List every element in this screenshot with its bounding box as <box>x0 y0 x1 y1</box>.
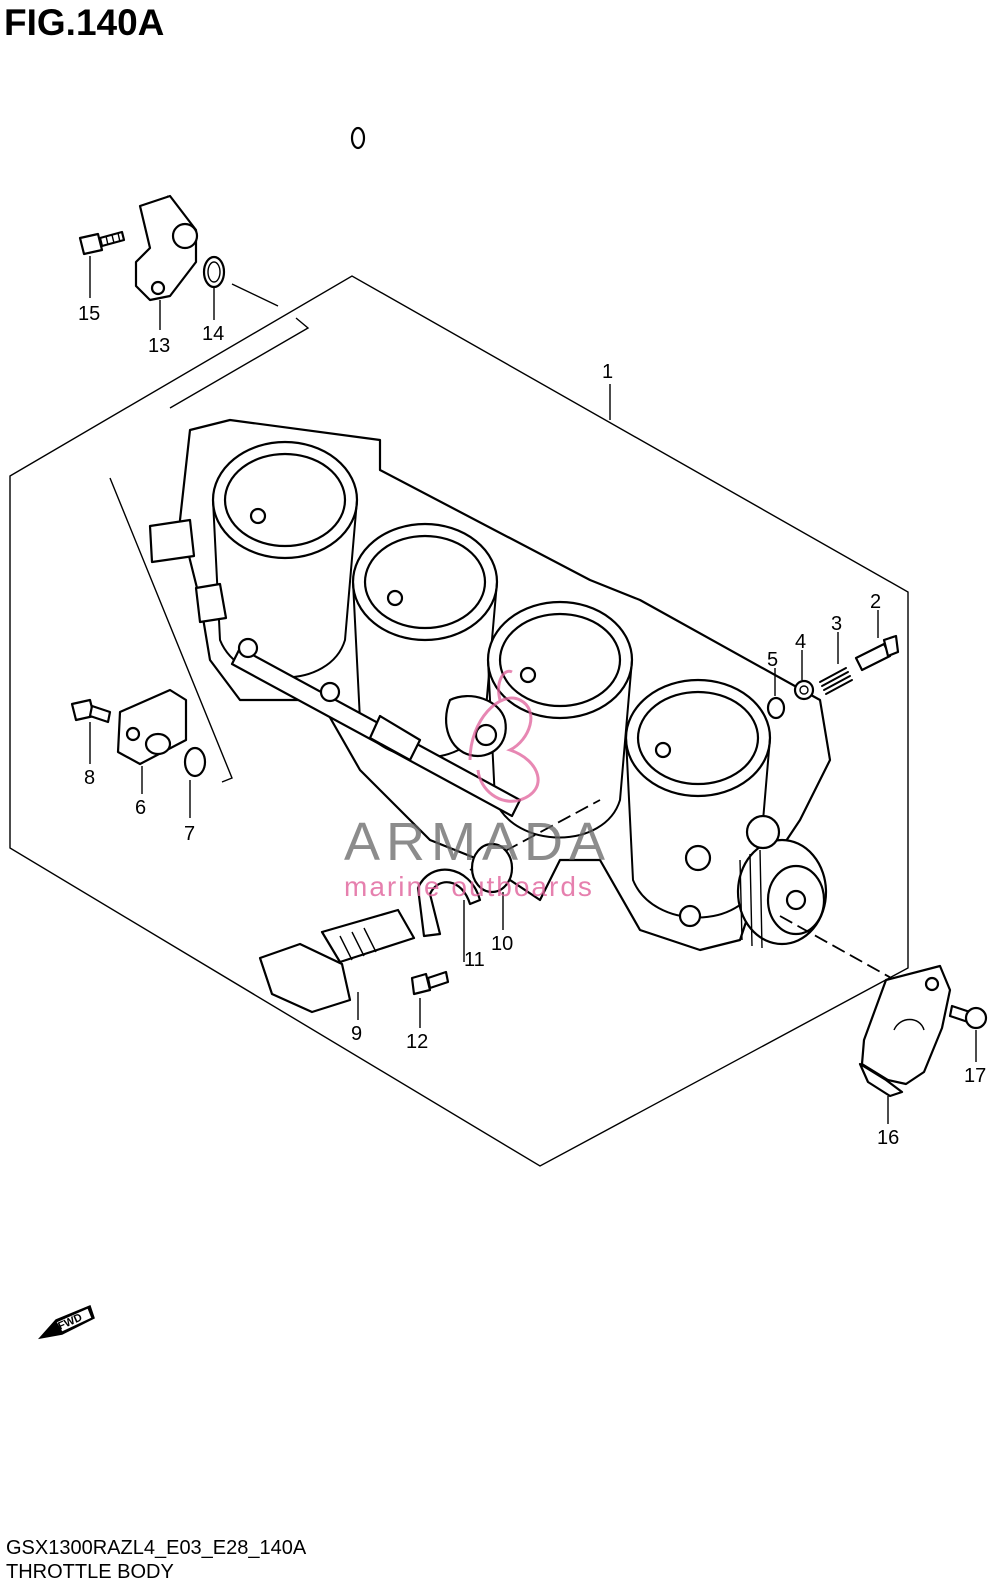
callout-13: 13 <box>148 335 170 357</box>
part-12-screw[interactable] <box>410 970 450 996</box>
model-code: GSX1300RAZL4_E03_E28_140A <box>6 1537 307 1559</box>
callout-11: 11 <box>464 949 485 971</box>
part-7-o-ring[interactable] <box>183 746 207 778</box>
assembly-boundary <box>9 275 909 1167</box>
watermark-brand: ARMADA <box>344 812 611 872</box>
part-6-flange[interactable] <box>116 688 188 766</box>
callout-1: 1 <box>602 361 613 383</box>
fwd-arrow-icon <box>37 1305 95 1340</box>
part-11-clip[interactable] <box>416 868 482 938</box>
assembly-name: THROTTLE BODY <box>6 1561 174 1583</box>
figure-title: FIG.140A <box>4 2 165 43</box>
callout-17: 17 <box>964 1065 986 1087</box>
watermark-tagline: marine outboards <box>344 871 594 902</box>
part-2-screw[interactable] <box>854 634 900 672</box>
part-15-screw[interactable] <box>78 230 126 256</box>
callout-5: 5 <box>767 649 778 671</box>
callout-8: 8 <box>84 767 95 789</box>
callout-3: 3 <box>831 613 842 635</box>
callout-9: 9 <box>351 1023 362 1045</box>
callout-7: 7 <box>184 823 195 845</box>
boundary-notch-left <box>109 477 233 783</box>
watermark-logo <box>468 669 540 803</box>
callout-10: 10 <box>491 933 513 955</box>
callout-4: 4 <box>795 631 806 653</box>
callout-6: 6 <box>135 797 146 819</box>
part-16-bracket[interactable] <box>858 964 952 1098</box>
part-3-spring[interactable] <box>819 667 853 695</box>
callout-2: 2 <box>870 591 881 613</box>
part-5-o-ring[interactable] <box>766 696 786 720</box>
callout-12: 12 <box>406 1031 428 1053</box>
callout-16: 16 <box>877 1127 899 1149</box>
callout-14: 14 <box>202 323 224 345</box>
part-14-o-ring[interactable] <box>202 255 226 289</box>
part-8-screw[interactable] <box>70 698 112 724</box>
boundary-notch-top <box>169 317 310 409</box>
callout-15: 15 <box>78 303 100 325</box>
leader-14 <box>231 283 279 307</box>
part-4-washer[interactable] <box>793 679 815 701</box>
part-10-o-ring[interactable] <box>470 842 514 894</box>
part-1-throttle-body[interactable] <box>148 418 832 952</box>
part-9-sensor[interactable] <box>258 908 416 1014</box>
part-17-screw[interactable] <box>948 1004 988 1030</box>
part-13-sensor[interactable] <box>134 126 366 302</box>
